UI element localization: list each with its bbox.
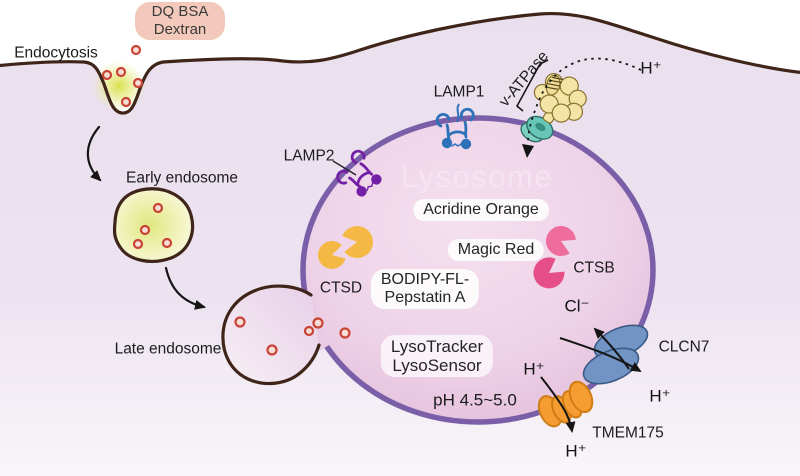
- tmem175-label: TMEM175: [592, 424, 664, 442]
- h-plus-tmem175-out-label: H⁺: [565, 441, 587, 461]
- lamp1-protein-icon: [435, 103, 475, 150]
- ctsb-label: CTSB: [573, 259, 615, 277]
- bodipy-line1: BODIPY-FL-: [380, 271, 470, 289]
- dq-box-line1: DQ BSA: [151, 3, 209, 20]
- tmem175-channel-icon: [537, 380, 594, 428]
- v-atpase-bracket: [515, 59, 549, 112]
- endocytosis-arrow: [86, 125, 102, 182]
- h-plus-tmem175-in-label: H⁺: [523, 359, 545, 379]
- lamp2-protein-icon: [332, 149, 382, 197]
- acridine-orange-pill: Acridine Orange: [413, 199, 549, 221]
- magic-red-pill: Magic Red: [447, 239, 545, 261]
- lamp1-label: LAMP1: [433, 83, 485, 101]
- lysotracker-text: LysoTracker: [390, 336, 484, 356]
- clcn7-cl-arrow: [593, 327, 630, 370]
- cl-minus-label: Cl⁻: [564, 296, 590, 316]
- h-plus-clcn7-label: H⁺: [649, 386, 671, 406]
- ctsd-enzyme-icon: [317, 226, 374, 269]
- proton-path-arrowhead: [522, 144, 534, 158]
- clcn7-label: CLCN7: [658, 338, 710, 356]
- h-plus-cytosol-label: H⁺: [640, 58, 662, 78]
- ctsd-label: CTSD: [319, 279, 363, 297]
- ph-label: pH 4.5~5.0: [433, 390, 517, 410]
- magic-red-text: Magic Red: [457, 241, 535, 259]
- bodipy-line2: Pepstatin A: [384, 289, 466, 306]
- clcn7-h-arrow: [559, 337, 642, 373]
- dq-bsa-dextran-box: DQ BSA Dextran: [135, 2, 225, 40]
- proton-path-dashed: [527, 57, 642, 144]
- bodipy-pill: BODIPY-FL- Pepstatin A: [370, 269, 480, 309]
- lysotracker-pill: LysoTracker LysoSensor: [380, 334, 494, 378]
- tmem175-h-arrow: [540, 376, 576, 433]
- plasma-membrane: [0, 11, 800, 115]
- lamp2-label: LAMP2: [283, 147, 335, 165]
- maturation-arrow: [164, 266, 206, 310]
- early-endosome-label: Early endosome: [125, 169, 239, 187]
- acridine-orange-text: Acridine Orange: [423, 201, 539, 219]
- cargo-dots: [101, 44, 351, 356]
- lysosensor-text: LysoSensor: [392, 356, 482, 375]
- early-endosome-vesicle: [112, 187, 195, 263]
- ctsb-enzyme-icon: [533, 226, 576, 289]
- endocytosis-label: Endocytosis: [14, 44, 98, 62]
- lysosome-title: Lysosome: [400, 159, 554, 194]
- late-endosome-vesicle: [221, 284, 321, 386]
- clcn7-channel-icon: [582, 324, 649, 385]
- dq-box-line2: Dextran: [153, 21, 207, 38]
- late-endosome-label: Late endosome: [114, 340, 222, 358]
